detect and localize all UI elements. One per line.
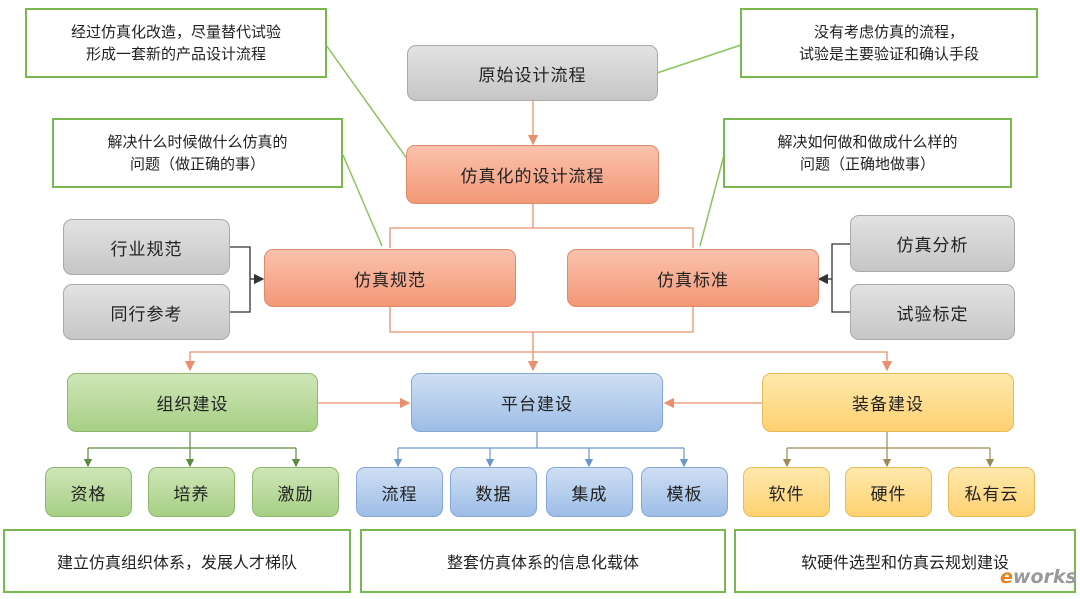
platform-child-data: 数据 [450,467,537,517]
logo-prefix: e [1000,566,1013,588]
note-line: 试验是主要验证和确认手段 [798,45,979,63]
logo-suffix: works [1012,566,1077,588]
industry-standard-box: 行业规范 [63,219,230,275]
test-calibration-box: 试验标定 [850,284,1015,340]
note-mid-left: 解决什么时候做什么仿真的 问题（做正确的事） [52,118,343,188]
note-line: 解决如何做和做成什么样的 [777,133,958,151]
platform-child-process: 流程 [356,467,443,517]
sim-standard-box: 仿真标准 [567,249,819,307]
platform-child-lines [393,432,689,468]
equip-child-software: 软件 [743,467,830,517]
equip-child-hardware: 硬件 [845,467,932,517]
note-line: 形成一套新的产品设计流程 [85,45,266,63]
platform-child-template: 模板 [641,467,728,517]
eworks-logo: eworks [1000,566,1077,588]
note-mid-right: 解决如何做和做成什么样的 问题（正确地做事） [723,118,1012,188]
sim-analysis-box: 仿真分析 [850,215,1015,272]
note-top-right: 没有考虑仿真的流程， 试验是主要验证和确认手段 [740,8,1038,78]
note-top-left: 经过仿真化改造，尽量替代试验 形成一套新的产品设计流程 [25,8,327,78]
peer-reference-box: 同行参考 [63,284,230,340]
equip-child-lines [782,432,995,468]
sim-process-box: 仿真化的设计流程 [406,145,659,204]
platform-building-box: 平台建设 [411,373,663,432]
org-child-incentive: 激励 [252,467,339,517]
equip-summary: 软硬件选型和仿真云规划建设 [734,529,1076,593]
org-child-qualification: 资格 [45,467,132,517]
org-child-training: 培养 [148,467,235,517]
platform-summary: 整套仿真体系的信息化载体 [360,529,726,593]
note-line: 经过仿真化改造，尽量替代试验 [70,23,281,41]
sim-spec-box: 仿真规范 [264,249,516,307]
orange-flow-lines [184,101,893,409]
callout-lines [325,44,742,247]
platform-child-integration: 集成 [546,467,633,517]
note-line: 问题（做正确的事） [129,155,265,173]
note-line: 解决什么时候做什么仿真的 [107,133,288,151]
bracket-lines [230,243,850,313]
note-line: 没有考虑仿真的流程， [813,23,964,41]
equipment-building-box: 装备建设 [762,373,1014,432]
org-building-box: 组织建设 [67,373,318,432]
original-process-box: 原始设计流程 [407,45,658,101]
org-child-lines [83,432,301,468]
org-summary: 建立仿真组织体系，发展人才梯队 [3,529,351,593]
note-line: 问题（正确地做事） [799,155,935,173]
equip-child-private-cloud: 私有云 [948,467,1035,517]
